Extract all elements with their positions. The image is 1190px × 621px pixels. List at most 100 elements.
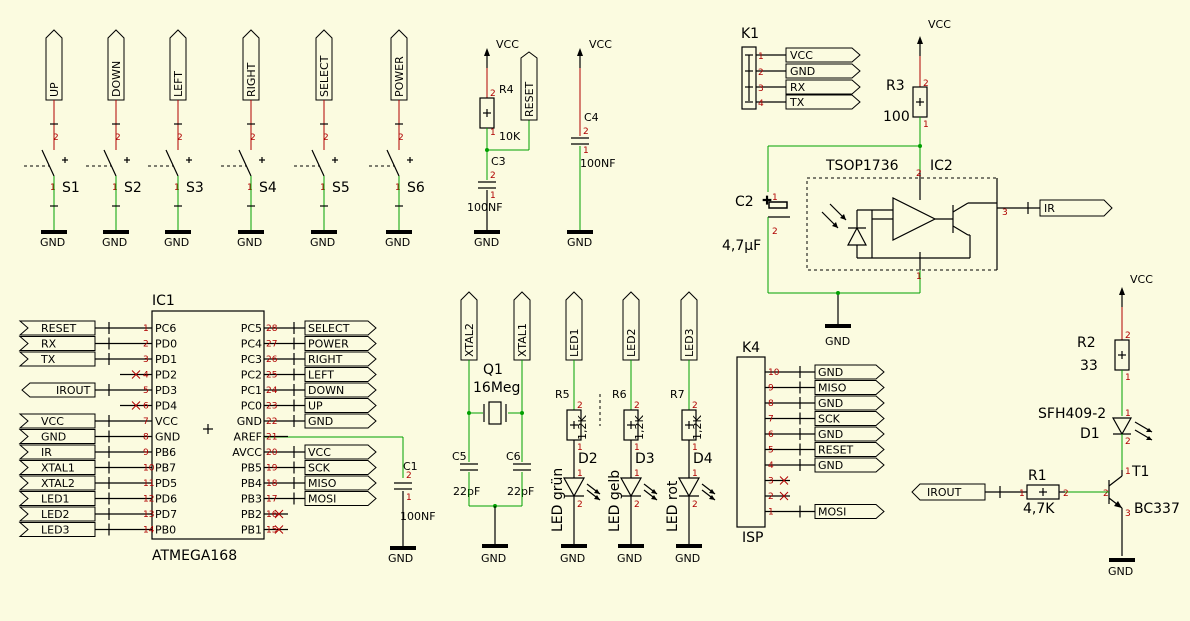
mcu-net-label bbox=[18, 522, 96, 537]
mcu-net-label bbox=[304, 336, 377, 351]
mcu-net-label bbox=[18, 351, 96, 367]
mcu-net-label bbox=[21, 382, 96, 398]
mcu-net-text: RESET bbox=[41, 322, 77, 335]
mcu-net-text: VCC bbox=[41, 415, 64, 428]
mcu-pin-name: PC3 bbox=[241, 353, 262, 366]
t1-name: BC337 bbox=[1134, 501, 1180, 517]
k1-net-label bbox=[785, 94, 861, 110]
svg-text:2: 2 bbox=[577, 500, 583, 510]
svg-text:3: 3 bbox=[758, 84, 764, 94]
svg-text:17: 17 bbox=[266, 495, 277, 505]
mcu-pin-name: PD6 bbox=[155, 493, 177, 506]
svg-text:XTAL2: XTAL2 bbox=[463, 323, 476, 357]
gnd-label: GND bbox=[567, 236, 592, 249]
svg-text:5: 5 bbox=[143, 386, 149, 396]
svg-text:2: 2 bbox=[490, 89, 496, 99]
net-label bbox=[45, 29, 63, 101]
gnd-label: GND bbox=[560, 552, 585, 565]
svg-text:1: 1 bbox=[112, 183, 118, 193]
mcu-net-text: IROUT bbox=[56, 384, 91, 397]
r2-ref: R2 bbox=[1077, 335, 1096, 351]
led-diode-ref: D3 bbox=[635, 451, 655, 467]
gnd-label: GND bbox=[385, 236, 410, 249]
mcu-pin-name: PC4 bbox=[241, 338, 262, 351]
svg-text:1: 1 bbox=[577, 469, 583, 479]
gnd-label: GND bbox=[40, 236, 65, 249]
c2-value: 4,7µF bbox=[722, 238, 761, 254]
r2-value: 33 bbox=[1080, 358, 1098, 374]
mcu-net-text: RIGHT bbox=[308, 353, 343, 366]
mcu-pin-name: AVCC bbox=[232, 446, 262, 459]
svg-text:2: 2 bbox=[323, 133, 329, 143]
svg-text:10: 10 bbox=[768, 368, 780, 378]
mcu-net-text: TX bbox=[40, 353, 56, 366]
net-label bbox=[390, 29, 408, 101]
mcu-pin-name: PD5 bbox=[155, 477, 177, 490]
mcu-pin-name: PD2 bbox=[155, 369, 177, 382]
c5-value: 22pF bbox=[453, 485, 480, 498]
svg-text:2: 2 bbox=[398, 133, 404, 143]
svg-text:7: 7 bbox=[768, 415, 774, 425]
gnd-label: GND bbox=[675, 552, 700, 565]
d1-name: SFH409-2 bbox=[1038, 406, 1106, 422]
led-resistor-value: 1,2K bbox=[691, 415, 704, 440]
gnd-label: GND bbox=[310, 236, 335, 249]
mcu-net-text: XTAL1 bbox=[41, 462, 75, 475]
mcu-net-text: LED1 bbox=[41, 493, 70, 506]
mcu-net-label bbox=[304, 398, 377, 413]
mcu-net-label bbox=[304, 351, 377, 367]
mcu-pin-name: PD7 bbox=[155, 508, 177, 521]
svg-text:1: 1 bbox=[1125, 467, 1131, 477]
svg-text:2: 2 bbox=[1103, 489, 1109, 499]
mcu-pin-name: PD4 bbox=[155, 400, 177, 413]
svg-text:4: 4 bbox=[758, 99, 764, 109]
c6-ref: C6 bbox=[506, 450, 521, 463]
mcu-net-text: VCC bbox=[308, 446, 331, 459]
ir-receiver: VCC 2 1 R3 100 C2 + 1 2 4,7µF GND TSOP17… bbox=[722, 18, 1113, 348]
svg-text:2: 2 bbox=[1125, 331, 1131, 341]
svg-text:XTAL1: XTAL1 bbox=[516, 323, 529, 357]
mcu-net-text: POWER bbox=[308, 338, 349, 351]
button-net-label: DOWN bbox=[110, 61, 123, 97]
mcu-net-text: DOWN bbox=[308, 384, 344, 397]
led-color: LED gelb bbox=[607, 470, 623, 532]
svg-text:6: 6 bbox=[143, 402, 149, 412]
svg-text:9: 9 bbox=[768, 384, 774, 394]
net-label bbox=[242, 29, 260, 101]
isp-net-text: SCK bbox=[818, 413, 841, 426]
led-resistor-ref: R5 bbox=[555, 388, 570, 401]
mcu-net-label bbox=[18, 460, 96, 475]
k1-ref: K1 bbox=[741, 26, 759, 42]
isp-net-label bbox=[814, 395, 885, 411]
led-resistor-ref: R7 bbox=[670, 388, 685, 401]
gnd-label: GND bbox=[388, 552, 413, 565]
gnd-label: GND bbox=[164, 236, 189, 249]
mcu-net-label bbox=[304, 413, 377, 429]
svg-text:2: 2 bbox=[115, 133, 121, 143]
mcu-net-label bbox=[304, 367, 377, 382]
svg-text:1: 1 bbox=[583, 146, 589, 156]
svg-text:1: 1 bbox=[490, 128, 496, 138]
button-net-label: POWER bbox=[393, 56, 406, 97]
mcu-net-label bbox=[304, 475, 377, 491]
mcu-net-label bbox=[18, 444, 96, 460]
isp-net-label bbox=[814, 442, 885, 457]
mcu-net-text: UP bbox=[308, 400, 323, 413]
svg-text:2: 2 bbox=[53, 133, 59, 143]
c1-value: 100NF bbox=[400, 510, 436, 523]
c5-ref: C5 bbox=[452, 450, 467, 463]
mcu-pin-name: PC2 bbox=[241, 369, 262, 382]
svg-text:2: 2 bbox=[758, 68, 764, 78]
led-diode-ref: D4 bbox=[693, 451, 713, 467]
isp-net-label bbox=[814, 457, 885, 473]
c1-ref: C1 bbox=[403, 460, 418, 473]
c2-ref: C2 bbox=[735, 194, 754, 210]
gnd-label: GND bbox=[474, 236, 499, 249]
